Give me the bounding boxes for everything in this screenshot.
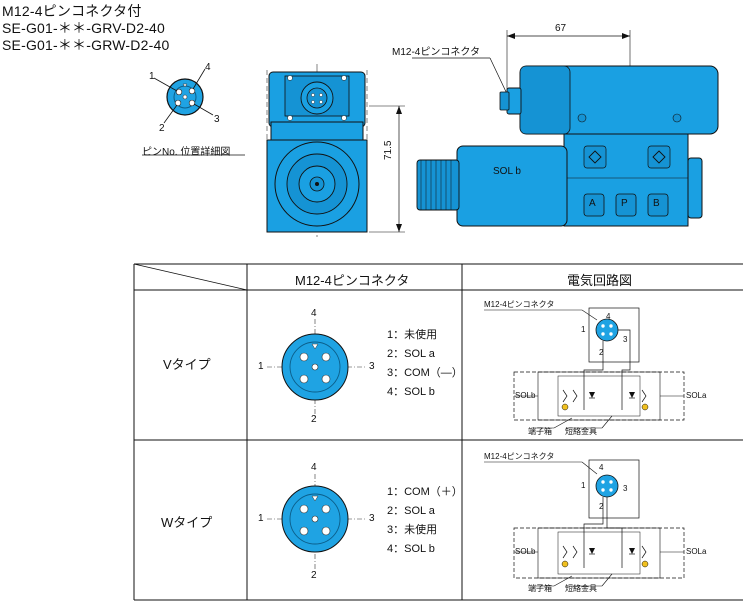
v-assign-2: 2：SOL a xyxy=(387,348,435,360)
type-label-v: Vタイプ xyxy=(163,357,211,372)
v-assign-4: 4：SOL b xyxy=(387,386,435,398)
port-b-label: B xyxy=(653,198,660,209)
w-assign-3: 3：未使用 xyxy=(387,524,438,536)
type-label-w: Wタイプ xyxy=(161,515,213,530)
v-circuit-connector-label: M12-4ピンコネクタ xyxy=(484,300,555,309)
circuit-diagram-v xyxy=(484,307,685,429)
v-pin-4: 4 xyxy=(311,308,317,319)
connector-callout: M12-4ピンコネクタ xyxy=(392,47,480,58)
model-code-grv: SE-G01-＊＊-GRV-D2-40 xyxy=(2,20,166,36)
v-circuit-pin-3: 3 xyxy=(623,335,628,344)
w-assign-1: 1：COM（＋） xyxy=(387,486,463,498)
w-circuit-short-bar: 短絡金具 xyxy=(565,584,597,593)
w-circuit-sol-a: SOLa xyxy=(686,547,707,556)
v-circuit-pin-4: 4 xyxy=(606,312,611,321)
solenoid-b-label: SOL b xyxy=(493,166,521,177)
w-assign-2: 2：SOL a xyxy=(387,505,435,517)
port-p-label: P xyxy=(621,198,628,209)
valve-side-view xyxy=(412,30,719,227)
w-pin-assignments: 1：COM（＋） 2：SOL a 3：未使用 4：SOL b xyxy=(387,483,463,559)
w-pin-4: 4 xyxy=(311,462,317,473)
v-circuit-sol-a: SOLa xyxy=(686,391,707,400)
model-code-grw: SE-G01-＊＊-GRW-D2-40 xyxy=(2,37,170,53)
port-a-label: A xyxy=(589,198,596,209)
v-circuit-pin-2: 2 xyxy=(599,348,604,357)
pin-detail-caption: ピンNo. 位置詳細図 xyxy=(142,147,231,158)
w-circuit-sol-b: SOLb xyxy=(515,547,536,556)
w-circuit-pin-3: 3 xyxy=(623,484,628,493)
pin-label-4: 4 xyxy=(205,62,211,73)
w-circuit-connector-label: M12-4ピンコネクタ xyxy=(484,452,555,461)
v-pin-3: 3 xyxy=(369,361,375,372)
product-title: M12-4ピンコネクタ付 xyxy=(2,3,142,19)
pin-label-2: 2 xyxy=(159,123,165,134)
v-circuit-terminal-box: 端子箱 xyxy=(528,427,552,436)
w-circuit-terminal-box: 端子箱 xyxy=(528,584,552,593)
w-circuit-pin-4: 4 xyxy=(599,463,604,472)
w-pin-3: 3 xyxy=(369,513,375,524)
w-pin-2: 2 xyxy=(311,570,317,581)
v-circuit-pin-1: 1 xyxy=(581,325,586,334)
v-assign-1: 1：未使用 xyxy=(387,329,438,341)
pin-label-1: 1 xyxy=(149,71,155,82)
header-circuit: 電気回路図 xyxy=(567,273,633,288)
v-circuit-sol-b: SOLb xyxy=(515,391,536,400)
v-assign-3: 3：COM（—） xyxy=(387,367,463,379)
valve-front-view xyxy=(266,64,405,240)
v-circuit-short-bar: 短絡金具 xyxy=(565,427,597,436)
pin-label-3: 3 xyxy=(214,114,220,125)
dimension-width: 67 xyxy=(555,23,567,34)
v-pin-assignments: 1：未使用 2：SOL a 3：COM（—） 4：SOL b xyxy=(387,326,463,402)
connector-face-w xyxy=(267,474,367,572)
w-circuit-pin-1: 1 xyxy=(581,481,586,490)
connector-face-v xyxy=(267,319,367,417)
w-assign-4: 4：SOL b xyxy=(387,543,435,555)
v-pin-1: 1 xyxy=(258,361,264,372)
circuit-diagram-w xyxy=(484,459,685,587)
w-pin-1: 1 xyxy=(258,513,264,524)
v-pin-2: 2 xyxy=(311,414,317,425)
w-circuit-pin-2: 2 xyxy=(599,502,604,511)
pin-position-diagram xyxy=(142,68,245,156)
header-connector: M12-4ピンコネクタ xyxy=(295,273,410,288)
